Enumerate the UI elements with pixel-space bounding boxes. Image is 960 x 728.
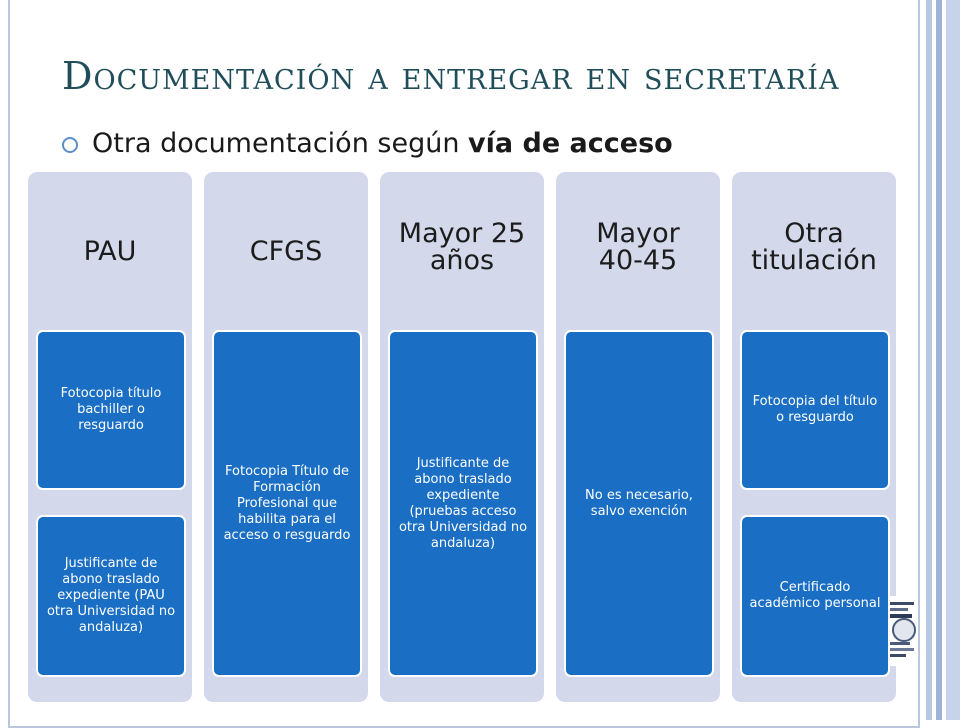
column-cfgs: CFGS Fotocopia Título de Formación Profe… bbox=[204, 172, 368, 702]
bullet-text-plain: Otra documentación según bbox=[92, 128, 469, 159]
bullet-item: Otra documentación según vía de acceso bbox=[62, 128, 673, 159]
institution-logo bbox=[888, 596, 916, 666]
logo-icon bbox=[888, 596, 916, 666]
slide-title: Documentación a entregar en secretaría bbox=[62, 54, 840, 98]
column-mayor-25: Mayor 25 años Justificante de abono tras… bbox=[380, 172, 544, 702]
requirement-box: Justificante de abono traslado expedient… bbox=[388, 330, 538, 677]
column-header: PAU bbox=[83, 236, 137, 267]
circle-bullet-icon bbox=[62, 136, 78, 153]
column-header: Mayor 40-45 bbox=[596, 218, 680, 276]
requirement-box: Fotocopia Título de Formación Profesiona… bbox=[212, 330, 362, 677]
column-otra-titulacion: Otra titulación Fotocopia del título o r… bbox=[732, 172, 896, 702]
bullet-text-bold: vía de acceso bbox=[468, 128, 673, 159]
column-header: CFGS bbox=[249, 236, 323, 267]
column-mayor-40-45: Mayor 40-45 No es necesario, salvo exenc… bbox=[556, 172, 720, 702]
column-header: Mayor 25 años bbox=[398, 218, 526, 276]
requirement-box: Justificante de abono traslado expedient… bbox=[36, 515, 186, 677]
access-routes: PAU Fotocopia título bachiller o resguar… bbox=[28, 172, 896, 702]
bullet-text: Otra documentación según vía de acceso bbox=[92, 128, 673, 159]
requirement-box: Fotocopia del título o resguardo bbox=[740, 330, 890, 490]
requirement-box: Certificado académico personal bbox=[740, 515, 890, 677]
requirement-box: No es necesario, salvo exención bbox=[564, 330, 714, 677]
column-header: Otra titulación bbox=[751, 218, 877, 276]
decorative-stripes bbox=[920, 0, 960, 720]
requirement-box: Fotocopia título bachiller o resguardo bbox=[36, 330, 186, 490]
column-pau: PAU Fotocopia título bachiller o resguar… bbox=[28, 172, 192, 702]
